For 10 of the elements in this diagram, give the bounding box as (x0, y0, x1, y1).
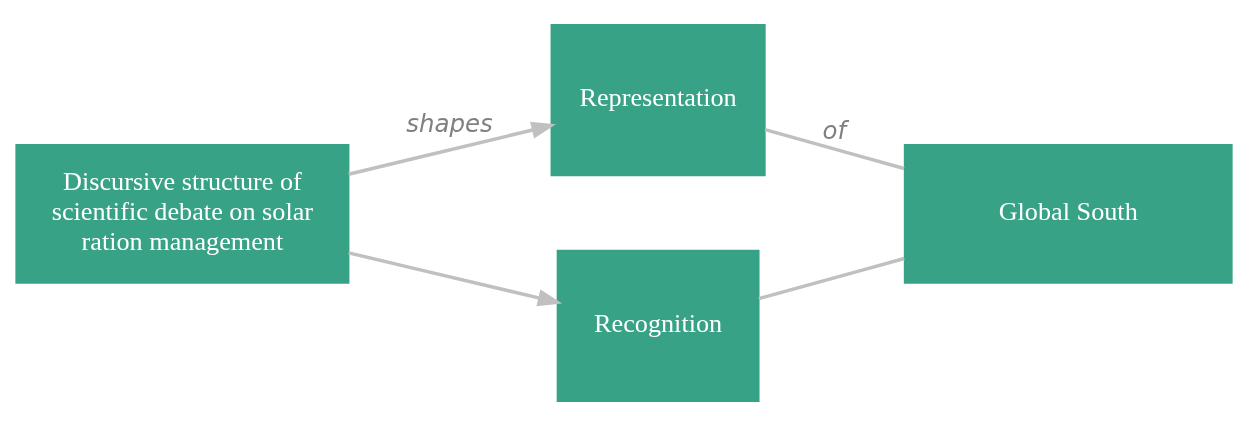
node-box: Discursive structure of scientific debate on solar ration management (15, 143, 350, 284)
connector (758, 256, 905, 300)
arrow (348, 121, 556, 176)
node-box: Recognition (556, 249, 760, 402)
node-box: Global South (903, 143, 1233, 284)
node-box: Representation (550, 23, 766, 176)
edge-label: of (822, 115, 847, 145)
edge-label: shapes (406, 108, 493, 138)
connector (764, 127, 905, 170)
arrow (348, 250, 563, 306)
